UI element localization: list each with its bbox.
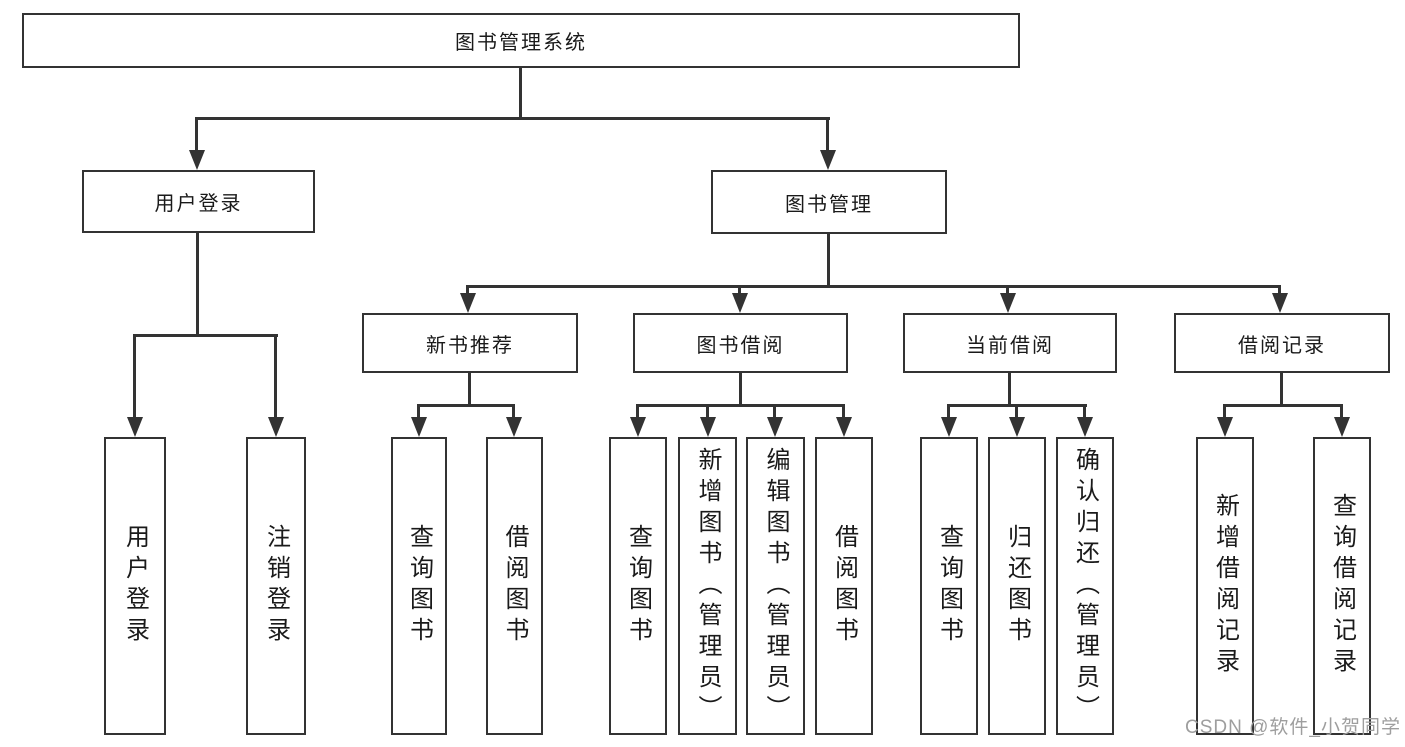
arrow-down-icon [460,293,476,313]
node-book-borrow-label: 图书借阅 [696,334,785,357]
connector-to-new-book-recommend [466,285,469,295]
connector-leaf-stem [636,404,639,419]
leaf-edit-books-admin: 编辑图书（管理员） [746,437,805,735]
arrow-down-icon [700,417,716,437]
arrow-down-icon [630,417,646,437]
node-user-login: 用户登录 [82,170,315,233]
node-current-borrow: 当前借阅 [903,313,1117,373]
node-book-borrow: 图书借阅 [633,313,848,373]
connector-leaf-stem [947,404,950,419]
arrow-down-icon [268,417,284,437]
arrow-down-icon [732,293,748,313]
connector-leaf-stem [1015,404,1018,419]
leaf-borrow-books: 借阅图书 [815,437,873,735]
leaf-query-books-current-label: 查询图书 [935,524,963,648]
leaf-query-books-recommend: 查询图书 [391,437,447,735]
leaf-query-books-recommend-label: 查询图书 [405,524,433,648]
connector-borrow-records-stem [1280,373,1283,406]
connector-leaf-stem [417,404,420,419]
leaf-add-books-admin-label: 新增图书（管理员） [694,446,721,726]
node-user-login-label: 用户登录 [154,193,243,215]
watermark: CSDN @软件_小贺同学 [1185,717,1401,738]
connector-book-borrow-bus [637,404,845,407]
leaf-query-books-borrow: 查询图书 [609,437,667,735]
connector-to-user-login-leaf [133,334,136,419]
leaf-add-books-admin: 新增图书（管理员） [678,437,737,735]
arrow-down-icon [941,417,957,437]
arrow-down-icon [836,417,852,437]
connector-book-management-stem [827,234,830,287]
connector-to-user-login [195,117,198,152]
node-root: 图书管理系统 [22,13,1020,68]
arrow-down-icon [1009,417,1025,437]
connector-leaf-stem [773,404,776,419]
leaf-borrow-books-recommend-label: 借阅图书 [501,524,528,648]
arrow-down-icon [1000,293,1016,313]
leaf-edit-books-admin-label: 编辑图书（管理员） [762,446,789,726]
connector-new-book-recommend-bus [418,404,515,407]
connector-leaf-stem [512,404,515,419]
leaf-user-login-label: 用户登录 [121,524,149,648]
leaf-add-borrow-record-label: 新增借阅记录 [1211,493,1239,679]
connector-user-login-bus [133,334,278,337]
leaf-user-login: 用户登录 [104,437,166,735]
node-borrow-records-label: 借阅记录 [1238,334,1326,357]
leaf-query-borrow-record-label: 查询借阅记录 [1328,493,1356,679]
connector-new-book-recommend-stem [468,373,471,406]
leaf-add-borrow-record: 新增借阅记录 [1196,437,1254,735]
arrow-down-icon [127,417,143,437]
node-root-label: 图书管理系统 [455,32,587,54]
leaf-borrow-books-recommend: 借阅图书 [486,437,543,735]
arrow-down-icon [506,417,522,437]
leaf-query-books-borrow-label: 查询图书 [624,524,652,648]
node-book-management: 图书管理 [711,170,947,234]
leaf-return-books-label: 归还图书 [1003,524,1031,648]
leaf-query-books-current: 查询图书 [920,437,978,735]
connector-current-borrow-stem [1008,373,1011,406]
connector-leaf-stem [1340,404,1343,419]
arrow-down-icon [767,417,783,437]
connector-root-stem [519,68,522,119]
connector-to-borrow-records [1278,285,1281,295]
leaf-logout: 注销登录 [246,437,306,735]
connector-to-logout-leaf [274,334,277,419]
connector-borrow-records-bus [1223,404,1343,407]
leaf-query-borrow-record: 查询借阅记录 [1313,437,1371,735]
node-borrow-records: 借阅记录 [1174,313,1390,373]
connector-to-book-borrow [738,285,741,295]
node-new-book-recommend-label: 新书推荐 [426,334,514,357]
connector-leaf-stem [706,404,709,419]
arrow-down-icon [189,150,205,170]
connector-to-book-management [826,117,829,152]
arrow-down-icon [1272,293,1288,313]
connector-leaf-stem [1083,404,1086,419]
leaf-confirm-return-admin-label: 确认归还（管理员） [1071,446,1099,726]
connector-book-management-bus [467,285,1281,288]
arrow-down-icon [1077,417,1093,437]
connector-book-borrow-stem [739,373,742,406]
arrow-down-icon [1217,417,1233,437]
connector-leaf-stem [1223,404,1226,419]
node-book-management-label: 图书管理 [785,193,873,216]
leaf-return-books: 归还图书 [988,437,1046,735]
leaf-logout-label: 注销登录 [262,524,290,648]
connector-to-current-borrow [1006,285,1009,295]
node-new-book-recommend: 新书推荐 [362,313,578,373]
arrow-down-icon [1334,417,1350,437]
connector-root-bus [196,117,830,120]
arrow-down-icon [820,150,836,170]
connector-leaf-stem [842,404,845,419]
node-current-borrow-label: 当前借阅 [966,334,1054,357]
leaf-confirm-return-admin: 确认归还（管理员） [1056,437,1114,735]
arrow-down-icon [411,417,427,437]
leaf-borrow-books-label: 借阅图书 [830,524,858,648]
connector-user-login-stem [196,233,199,337]
